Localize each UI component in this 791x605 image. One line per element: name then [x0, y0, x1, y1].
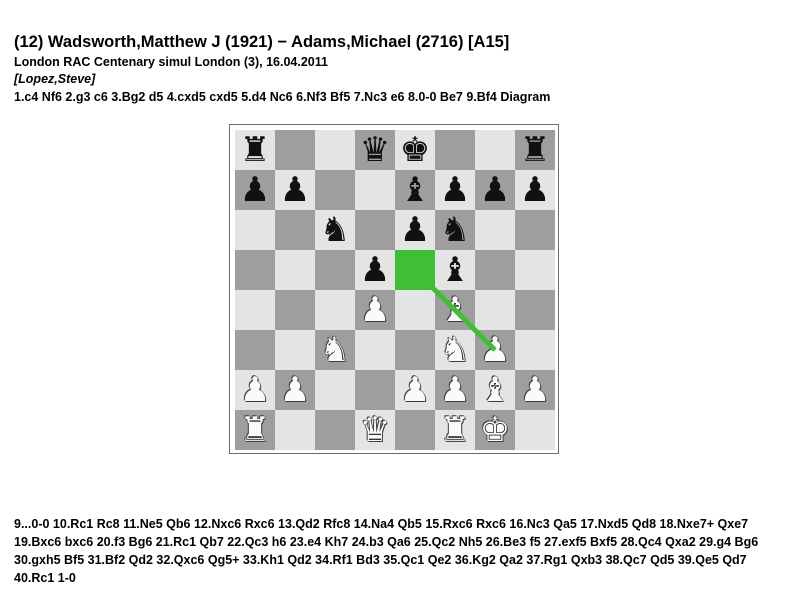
square-h5: [515, 250, 555, 290]
moves-before-diagram: 1.c4 Nf6 2.g3 c6 3.Bg2 d5 4.cxd5 cxd5 5.…: [14, 90, 551, 104]
square-b5: [275, 250, 315, 290]
square-g8: [475, 130, 515, 170]
square-b8: [275, 130, 315, 170]
square-c3: [315, 330, 355, 370]
white-pawn-icon: ♟: [519, 370, 551, 410]
square-e2: [395, 370, 435, 410]
square-e6: [395, 210, 435, 250]
square-f1: [435, 410, 475, 450]
square-e8: [395, 130, 435, 170]
black-pawn-icon: ♟: [359, 250, 391, 290]
white-pawn-icon: ♟: [359, 290, 391, 330]
black-bishop-icon: ♝: [439, 250, 471, 290]
square-a6: [235, 210, 275, 250]
square-h1: [515, 410, 555, 450]
black-rook-icon: ♜: [239, 130, 271, 170]
square-d5: [355, 250, 395, 290]
square-a2: [235, 370, 275, 410]
white-knight-icon: ♞: [439, 330, 471, 370]
board-grid: ♜♛♚♜♟♟♝♟♟♟♞♟♞♟♝♟♝♞♞♟♟♟♟♟♝♟♜♛♜♚: [235, 130, 555, 450]
black-pawn-icon: ♟: [439, 170, 471, 210]
square-c4: [315, 290, 355, 330]
black-knight-icon: ♞: [319, 210, 351, 250]
square-c1: [315, 410, 355, 450]
square-a7: [235, 170, 275, 210]
black-queen-icon: ♛: [359, 130, 391, 170]
square-h2: [515, 370, 555, 410]
square-b3: [275, 330, 315, 370]
white-pawn-icon: ♟: [239, 370, 271, 410]
square-e7: [395, 170, 435, 210]
white-pawn-icon: ♟: [479, 330, 511, 370]
square-b2: [275, 370, 315, 410]
square-d7: [355, 170, 395, 210]
square-b6: [275, 210, 315, 250]
black-pawn-icon: ♟: [519, 170, 551, 210]
square-f8: [435, 130, 475, 170]
square-d2: [355, 370, 395, 410]
chess-board: ♜♛♚♜♟♟♝♟♟♟♞♟♞♟♝♟♝♞♞♟♟♟♟♟♝♟♜♛♜♚: [229, 124, 559, 454]
white-pawn-icon: ♟: [399, 370, 431, 410]
black-rook-icon: ♜: [519, 130, 551, 170]
square-b7: [275, 170, 315, 210]
square-h7: [515, 170, 555, 210]
square-f7: [435, 170, 475, 210]
square-f2: [435, 370, 475, 410]
white-bishop-icon: ♝: [479, 370, 511, 410]
square-b4: [275, 290, 315, 330]
white-rook-icon: ♜: [239, 410, 271, 450]
white-queen-icon: ♛: [359, 410, 391, 450]
square-e4: [395, 290, 435, 330]
square-h3: [515, 330, 555, 370]
square-a5: [235, 250, 275, 290]
black-pawn-icon: ♟: [479, 170, 511, 210]
square-h8: [515, 130, 555, 170]
square-e5: [395, 250, 435, 290]
square-g6: [475, 210, 515, 250]
square-e3: [395, 330, 435, 370]
square-c6: [315, 210, 355, 250]
square-g5: [475, 250, 515, 290]
annotator: [Lopez,Steve]: [14, 72, 96, 86]
black-bishop-icon: ♝: [399, 170, 431, 210]
square-e1: [395, 410, 435, 450]
square-c5: [315, 250, 355, 290]
square-d3: [355, 330, 395, 370]
square-c7: [315, 170, 355, 210]
square-g4: [475, 290, 515, 330]
moves-after-diagram: 9...0-0 10.Rc1 Rc8 11.Ne5 Qb6 12.Nxc6 Rx…: [14, 517, 759, 585]
square-a4: [235, 290, 275, 330]
white-knight-icon: ♞: [319, 330, 351, 370]
black-pawn-icon: ♟: [279, 170, 311, 210]
white-rook-icon: ♜: [439, 410, 471, 450]
square-d4: [355, 290, 395, 330]
white-king-icon: ♚: [479, 410, 511, 450]
square-f6: [435, 210, 475, 250]
square-b1: [275, 410, 315, 450]
square-h6: [515, 210, 555, 250]
black-knight-icon: ♞: [439, 210, 471, 250]
square-g1: [475, 410, 515, 450]
black-king-icon: ♚: [399, 130, 431, 170]
square-c2: [315, 370, 355, 410]
event-line: London RAC Centenary simul London (3), 1…: [14, 55, 328, 69]
white-pawn-icon: ♟: [439, 370, 471, 410]
square-a3: [235, 330, 275, 370]
black-pawn-icon: ♟: [239, 170, 271, 210]
square-d6: [355, 210, 395, 250]
black-pawn-icon: ♟: [399, 210, 431, 250]
square-d1: [355, 410, 395, 450]
square-c8: [315, 130, 355, 170]
square-d8: [355, 130, 395, 170]
white-pawn-icon: ♟: [279, 370, 311, 410]
game-title: (12) Wadsworth,Matthew J (1921) − Adams,…: [14, 33, 510, 51]
square-g2: [475, 370, 515, 410]
square-g7: [475, 170, 515, 210]
square-a1: [235, 410, 275, 450]
square-h4: [515, 290, 555, 330]
white-bishop-icon: ♝: [439, 290, 471, 330]
square-a8: [235, 130, 275, 170]
